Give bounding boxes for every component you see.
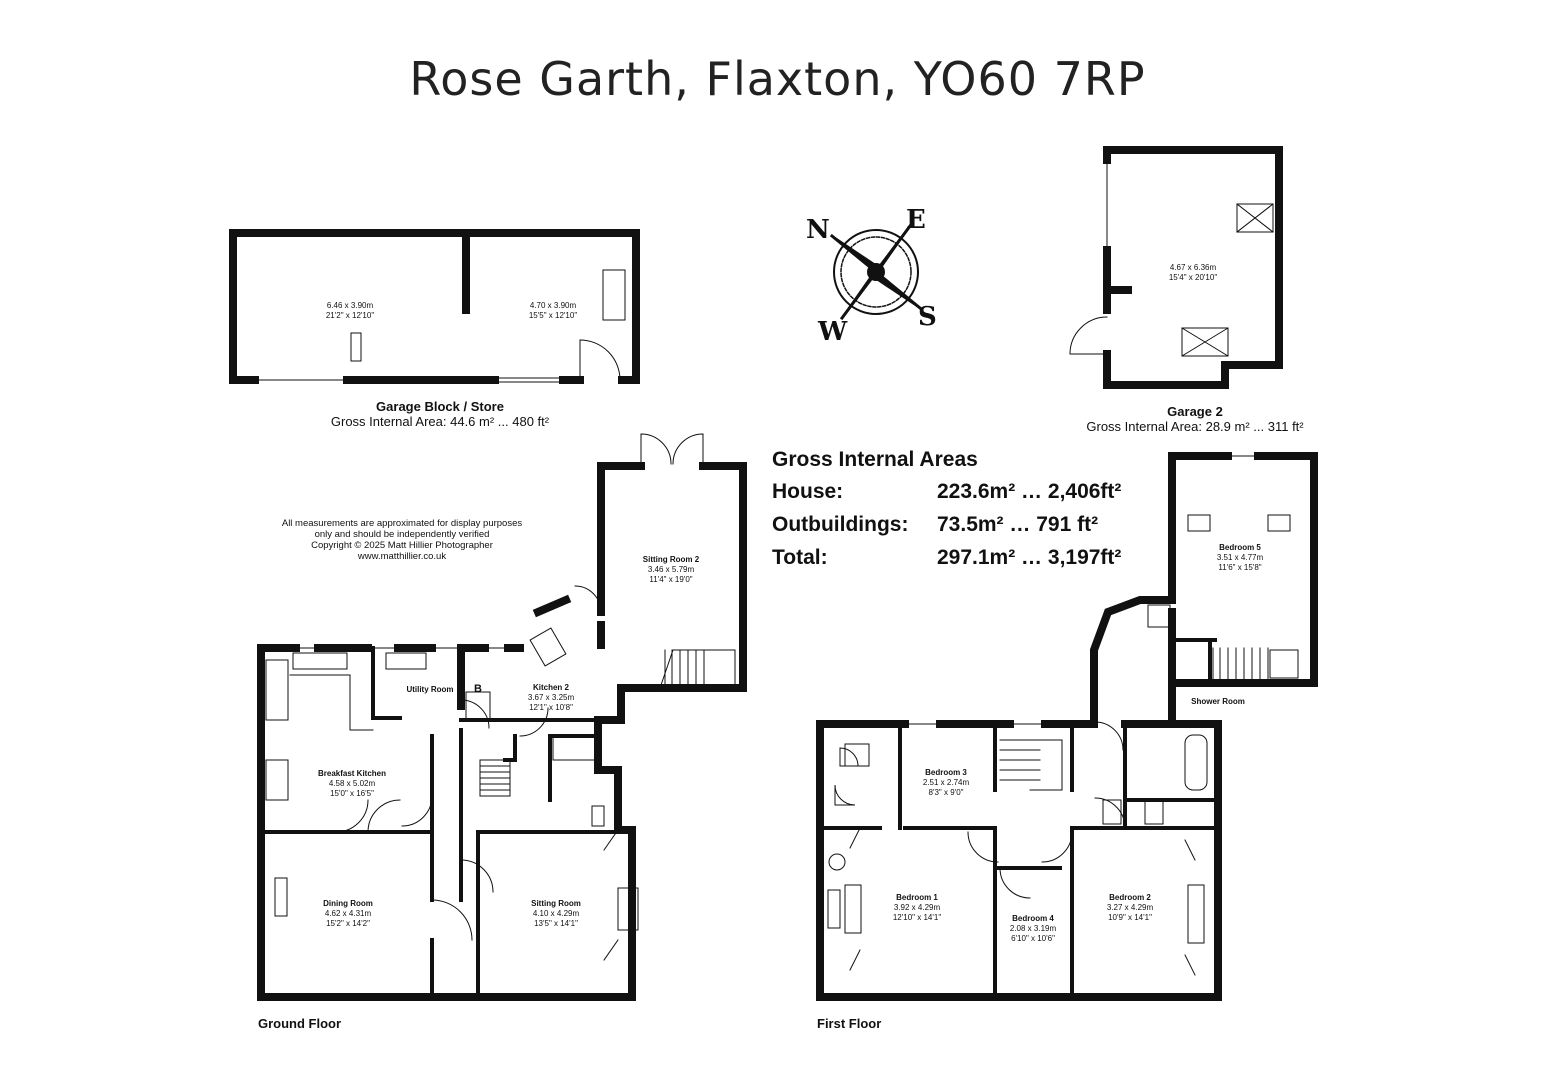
bed1-dim2: 12'10" x 14'1" xyxy=(893,913,941,922)
area-row-outbuildings: Outbuildings: 73.5m² … 791 ft² xyxy=(772,513,1172,546)
bed3-dim1: 2.51 x 2.74m xyxy=(923,778,970,787)
dining-dim2: 15'2" x 14'2" xyxy=(326,919,370,928)
compass-n: N xyxy=(806,215,830,245)
bed4-dim1: 2.08 x 3.19m xyxy=(1010,924,1057,933)
bed2-name: Bedroom 2 xyxy=(1109,893,1151,902)
dining-dim1: 4.62 x 4.31m xyxy=(325,909,372,918)
sitting2-dim1: 3.46 x 5.79m xyxy=(648,565,695,574)
bed2-dim2: 10'9" x 14'1" xyxy=(1108,913,1152,922)
garage-right-dim2: 15'5" x 12'10" xyxy=(529,311,577,320)
area-value: 223.6m² … 2,406ft² xyxy=(937,480,1122,503)
first-floor-label: First Floor xyxy=(817,1016,882,1031)
garage2-area: Gross Internal Area: 28.9 m² ... 311 ft² xyxy=(1086,419,1304,434)
garage2-name: Garage 2 xyxy=(1167,404,1223,419)
ground-floor-label: Ground Floor xyxy=(258,1016,342,1031)
bed3-dim2: 8'3" x 9'0" xyxy=(929,788,964,797)
bed1-dim1: 3.92 x 4.29m xyxy=(894,903,941,912)
area-value: 297.1m² … 3,197ft² xyxy=(937,546,1122,569)
note-line: All measurements are approximated for di… xyxy=(281,518,523,529)
garage-block-caption: Garage Block / Store Gross Internal Area… xyxy=(300,399,580,429)
bed2-dim1: 3.27 x 4.29m xyxy=(1107,903,1154,912)
garage-right-dim1: 4.70 x 3.90m xyxy=(530,301,577,310)
sitting-name: Sitting Room xyxy=(531,899,581,908)
area-label: House: xyxy=(772,480,844,503)
kitchen2-name: Kitchen 2 xyxy=(533,683,570,692)
bed4-dim2: 6'10" x 10'6" xyxy=(1011,934,1055,943)
sitting-dim2: 13'5" x 14'1" xyxy=(534,919,578,928)
area-label: Outbuildings: xyxy=(772,513,909,536)
note-line: www.matthillier.co.uk xyxy=(357,551,447,562)
area-value: 73.5m² … 791 ft² xyxy=(937,513,1099,536)
compass-e: E xyxy=(906,205,926,235)
garage-2-walls xyxy=(1103,146,1283,389)
bed5-dim2: 11'6" x 15'8" xyxy=(1218,563,1261,572)
garage-block-name: Garage Block / Store xyxy=(376,399,504,414)
sitting2-name: Sitting Room 2 xyxy=(643,555,700,564)
garage2-dim1: 4.67 x 6.36m xyxy=(1170,263,1217,272)
breakfast-name: Breakfast Kitchen xyxy=(318,769,386,778)
gross-internal-areas: Gross Internal Areas House: 223.6m² … 2,… xyxy=(772,448,1172,579)
compass-s: S xyxy=(918,302,937,332)
boiler-label: B xyxy=(474,683,482,695)
garage-left-dim1: 6.46 x 3.90m xyxy=(327,301,374,310)
bed4-name: Bedroom 4 xyxy=(1012,914,1054,923)
garage-block-walls xyxy=(229,229,640,384)
area-row-house: House: 223.6m² … 2,406ft² xyxy=(772,480,1172,513)
ground-floor-walls xyxy=(257,462,747,1001)
compass-rose xyxy=(829,223,923,321)
area-row-total: Total: 297.1m² … 3,197ft² xyxy=(772,546,1172,579)
bed5-dim1: 3.51 x 4.77m xyxy=(1217,553,1264,562)
utility-name: Utility Room xyxy=(406,685,453,694)
sitting2-dim2: 11'4" x 19'0" xyxy=(649,575,692,584)
areas-heading: Gross Internal Areas xyxy=(772,448,978,471)
garage2-dim2: 15'4" x 20'10" xyxy=(1169,273,1217,282)
first-floor-walls xyxy=(816,452,1318,1001)
note-line: only and should be independently verifie… xyxy=(314,529,490,540)
breakfast-dim2: 15'0" x 16'5" xyxy=(330,789,374,798)
disclaimer-note: All measurements are approximated for di… xyxy=(262,518,542,562)
garage-left-dim2: 21'2" x 12'10" xyxy=(326,311,374,320)
dining-name: Dining Room xyxy=(323,899,373,908)
bed1-name: Bedroom 1 xyxy=(896,893,938,902)
breakfast-dim1: 4.58 x 5.02m xyxy=(329,779,376,788)
bed3-name: Bedroom 3 xyxy=(925,768,967,777)
shower-name: Shower Room xyxy=(1191,697,1245,706)
kitchen2-dim1: 3.67 x 3.25m xyxy=(528,693,575,702)
area-label: Total: xyxy=(772,546,828,569)
compass-w: W xyxy=(817,317,848,347)
note-line: Copyright © 2025 Matt Hillier Photograph… xyxy=(311,540,493,551)
garage2-caption: Garage 2 Gross Internal Area: 28.9 m² ..… xyxy=(1060,404,1330,434)
kitchen2-dim2: 12'1" x 10'8" xyxy=(529,703,573,712)
garage-block-area: Gross Internal Area: 44.6 m² ... 480 ft² xyxy=(330,414,550,429)
sitting-dim1: 4.10 x 4.29m xyxy=(533,909,580,918)
page-title: Rose Garth, Flaxton, YO60 7RP xyxy=(409,52,1146,106)
bed5-name: Bedroom 5 xyxy=(1219,543,1261,552)
